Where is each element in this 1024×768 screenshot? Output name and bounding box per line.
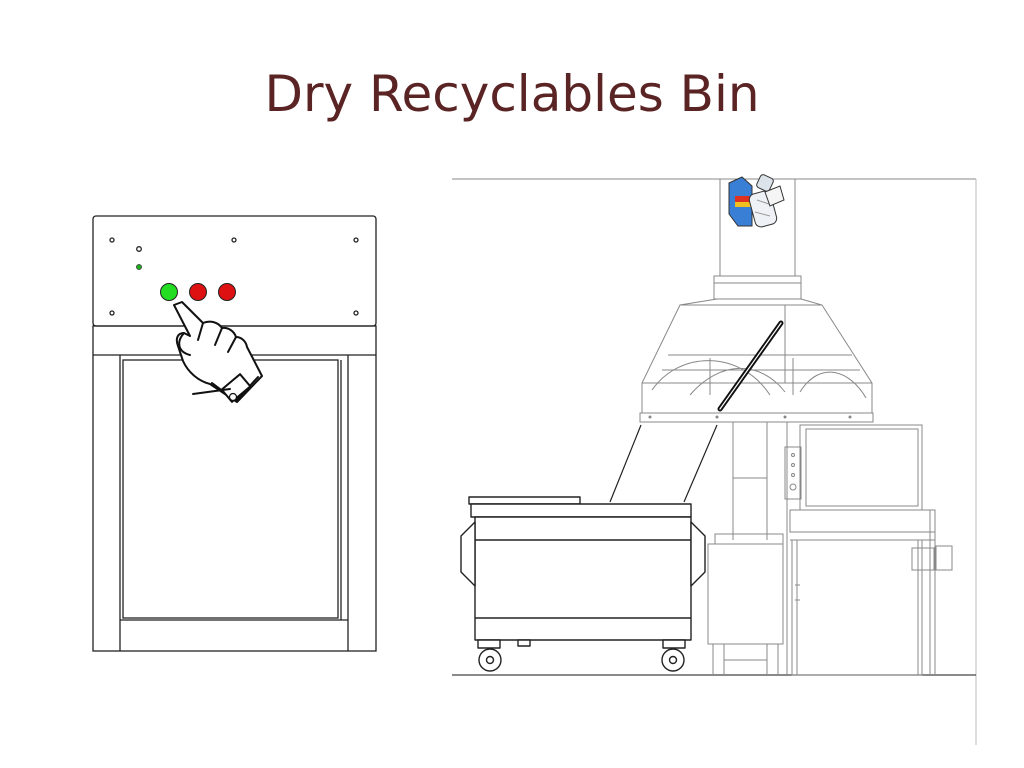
control-cabinet [92,215,377,652]
support-column [732,422,802,675]
cabinet-frame [92,325,377,652]
feed-chute [713,179,802,300]
stop-button-1[interactable] [189,283,207,301]
compactor-unit [789,424,953,676]
pointer-rod [717,320,784,412]
pointing-hand-icon [173,301,263,403]
middle-cabinet [707,533,784,675]
recycling-dumpster [460,424,718,672]
machine-scene [452,178,977,745]
cabinet-control-panel [92,215,377,327]
stop-button-2[interactable] [218,283,236,301]
status-indicator-light [136,264,142,270]
recyclables-icon [728,174,785,228]
start-button[interactable] [160,283,178,301]
slide-title: Dry Recyclables Bin [264,65,760,123]
